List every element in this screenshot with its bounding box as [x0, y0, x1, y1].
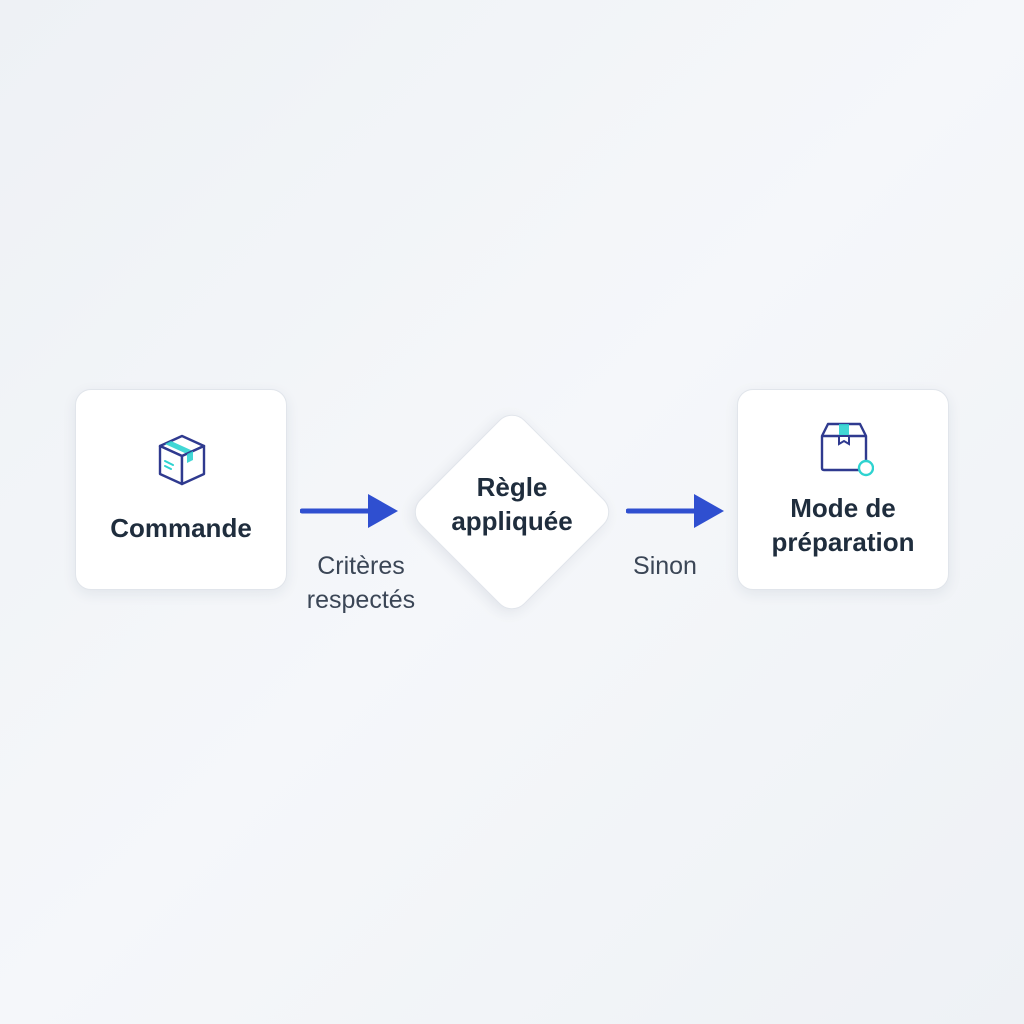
arrow-right-icon [300, 494, 398, 528]
node-commande-label: Commande [110, 513, 252, 543]
edge-label-criteres-line1: Critères [317, 552, 405, 580]
node-mode-preparation: Mode de préparation [737, 389, 949, 590]
edge-label-criteres: Critères respectés [281, 549, 441, 617]
edge-label-criteres-line2: respectés [306, 586, 416, 614]
decision-label-line2: appliquée [451, 506, 573, 536]
package-box-icon [158, 434, 206, 486]
node-mode-preparation-label: Mode de préparation [738, 491, 948, 559]
package-status-icon [820, 422, 874, 477]
edge-label-sinon: Sinon [633, 552, 697, 580]
node-commande: Commande [75, 389, 287, 590]
arrow-right-icon [626, 494, 724, 528]
end-label-line2: préparation [771, 527, 915, 557]
decision-label-line1: Règle [476, 472, 548, 502]
decision-node-label: Règle appliquée [412, 470, 612, 538]
end-label-line1: Mode de [790, 493, 896, 523]
